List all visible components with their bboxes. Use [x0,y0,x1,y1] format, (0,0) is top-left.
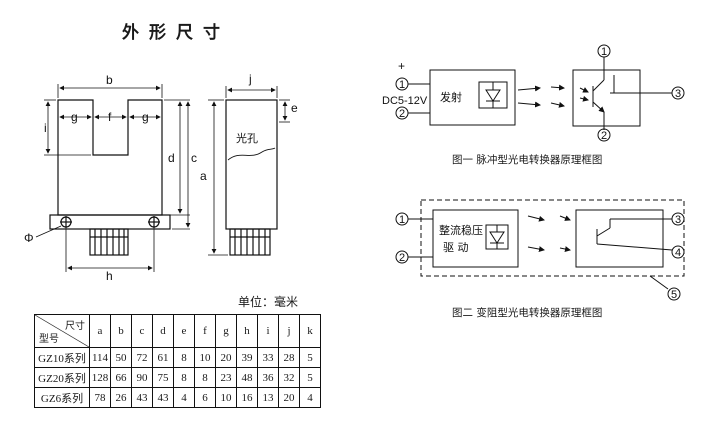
table-cell: 50 [110,347,132,368]
col-header: b [110,314,132,348]
table-cell: 39 [236,347,258,368]
col-header: e [173,314,195,348]
col-header: i [257,314,279,348]
table-cell: 66 [110,367,132,388]
dim-b: b [106,73,113,87]
dim-c: c [191,151,197,165]
row-model: GZ6系列 [34,387,90,408]
table-cell: 6 [194,387,216,408]
d1-pin-3: 3 [675,88,681,100]
table-cell: 114 [89,347,111,368]
voltage-label: DC5-12V [382,95,428,107]
light-hole-label: 光孔 [236,131,258,145]
table-cell: 75 [152,367,174,388]
row-model: GZ10系列 [34,347,90,368]
table-cell: 32 [278,367,300,388]
table-cell: 23 [215,367,237,388]
table-cell: 43 [131,387,153,408]
table-row: GZ6系列 78 26 43 43 4 6 10 16 13 20 4 [34,387,321,408]
table-cell: 10 [194,347,216,368]
table-cell: 33 [257,347,279,368]
table-cell: 8 [173,347,195,368]
driver-label-line2: 驱 动 [443,241,469,254]
table-cell: 78 [89,387,111,408]
emitter-label: 发射 [440,90,462,104]
table-cell: 4 [299,387,321,408]
table-cell: 61 [152,347,174,368]
col-header: a [89,314,111,348]
table-cell: 16 [236,387,258,408]
unit-label: 单位：毫米 [238,295,299,309]
diagram-1-caption: 图一 脉冲型光电转换器原理框图 [452,154,603,166]
table-cell: 72 [131,347,153,368]
plus-sign: + [398,59,405,73]
col-header: j [278,314,300,348]
table-cell: 128 [89,367,111,388]
header-size: 尺寸 [65,321,85,332]
table-cell: 36 [257,367,279,388]
table-cell: 20 [278,387,300,408]
table-cell: 43 [152,387,174,408]
table-cell: 28 [278,347,300,368]
col-header: k [299,314,321,348]
side-view [225,99,278,256]
col-header: c [131,314,153,348]
dim-i: i [44,121,47,135]
dim-g-right: g [142,110,149,124]
col-header: g [215,314,237,348]
table-cell: 90 [131,367,153,388]
dim-h: h [106,269,113,283]
d2-pin-5: 5 [671,289,677,301]
diagram-2 [395,199,685,301]
dim-g-left: g [71,110,78,124]
diagram-1 [395,44,685,142]
d2-pin-1: 1 [399,214,405,226]
dim-j: j [248,72,252,86]
dim-phi: Φ [24,231,34,245]
front-dimensions [35,84,191,272]
table-cell: 8 [194,367,216,388]
d1-pin-1-right: 1 [601,46,607,58]
d2-pin-4: 4 [675,247,681,259]
dimension-table: 尺寸 型号 a b c d e f g h i j k GZ10系列 114 5… [34,314,321,408]
table-row: GZ10系列 114 50 72 61 8 10 20 39 33 28 5 [34,347,321,368]
dim-e: e [291,101,298,115]
dim-a: a [200,169,207,183]
driver-label-line1: 整流稳压 [439,223,483,237]
row-model: GZ20系列 [34,367,90,388]
page-title: 外形尺寸 [122,23,230,43]
table-corner-cell: 尺寸 型号 [34,314,90,348]
d2-pin-3: 3 [675,214,681,226]
table-cell: 26 [110,387,132,408]
table-cell: 8 [173,367,195,388]
diagram-2-caption: 图二 变阻型光电转换器原理框图 [452,307,603,319]
table-cell: 10 [215,387,237,408]
dim-f: f [108,110,112,124]
col-header: d [152,314,174,348]
table-cell: 20 [215,347,237,368]
table-cell: 4 [173,387,195,408]
col-header: f [194,314,216,348]
d2-pin-2: 2 [399,252,405,264]
table-row: GZ20系列 128 66 90 75 8 8 23 48 36 32 5 [34,367,321,388]
table-cell: 13 [257,387,279,408]
front-view [49,99,171,256]
table-cell: 5 [299,347,321,368]
d1-pin-2-left: 2 [399,108,405,120]
col-header: h [236,314,258,348]
dim-d: d [168,151,175,165]
table-cell: 5 [299,367,321,388]
table-cell: 48 [236,367,258,388]
header-model: 型号 [39,334,59,345]
d1-pin-1-left: 1 [399,79,405,91]
table-header-row: 尺寸 型号 a b c d e f g h i j k [34,314,321,348]
d1-pin-2-right: 2 [601,130,607,142]
